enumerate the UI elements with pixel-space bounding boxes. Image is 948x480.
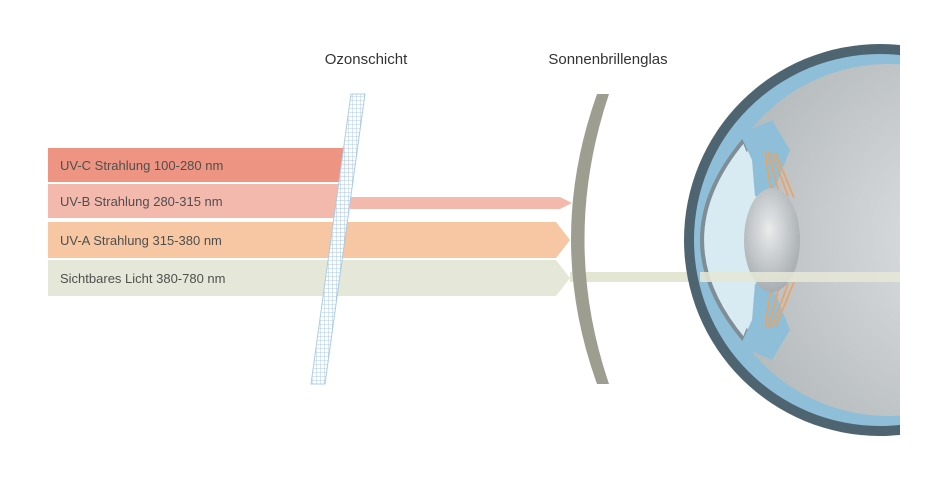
ray-uvc: [48, 148, 356, 182]
crystalline-lens: [744, 188, 800, 292]
ray-label-uvc: UV-C Strahlung 100-280 nm: [60, 158, 223, 173]
sunglass-lens: [571, 94, 609, 384]
ray-label-visible: Sichtbares Licht 380-780 nm: [60, 271, 225, 286]
iris-lower: [740, 280, 790, 360]
iris-upper: [740, 120, 790, 200]
ray-label-uvb: UV-B Strahlung 280-315 nm: [60, 194, 223, 209]
ray-label-uva: UV-A Strahlung 315-380 nm: [60, 233, 222, 248]
ozone-layer-heading: Ozonschicht: [325, 51, 408, 68]
eye: [684, 44, 900, 436]
ray-visible: [48, 260, 570, 296]
ray-uvb-thin: [350, 197, 572, 209]
sunglass-lens-heading: Sonnenbrillenglas: [548, 51, 667, 68]
ciliary-fibers-upper: [764, 151, 795, 199]
ray-uva: [48, 222, 570, 258]
ozone-layer: [310, 93, 366, 385]
ray-uvb: [48, 184, 350, 218]
